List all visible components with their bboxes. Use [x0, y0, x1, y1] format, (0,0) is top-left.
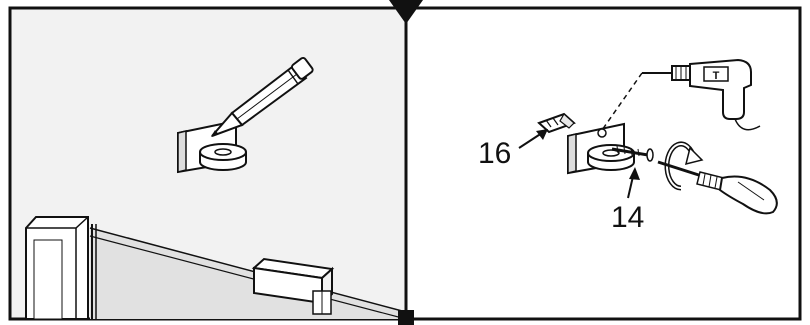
step-mark-panel	[10, 8, 406, 319]
step-drill-panel: T 16	[406, 8, 800, 319]
svg-text:T: T	[713, 70, 720, 82]
bracket-clamp-hole	[215, 149, 231, 155]
callout-label-14: 14	[611, 201, 644, 234]
callout-label-16: 16	[478, 137, 511, 170]
step-divider-square	[398, 310, 414, 325]
bracket-back-plate-side	[178, 131, 186, 172]
